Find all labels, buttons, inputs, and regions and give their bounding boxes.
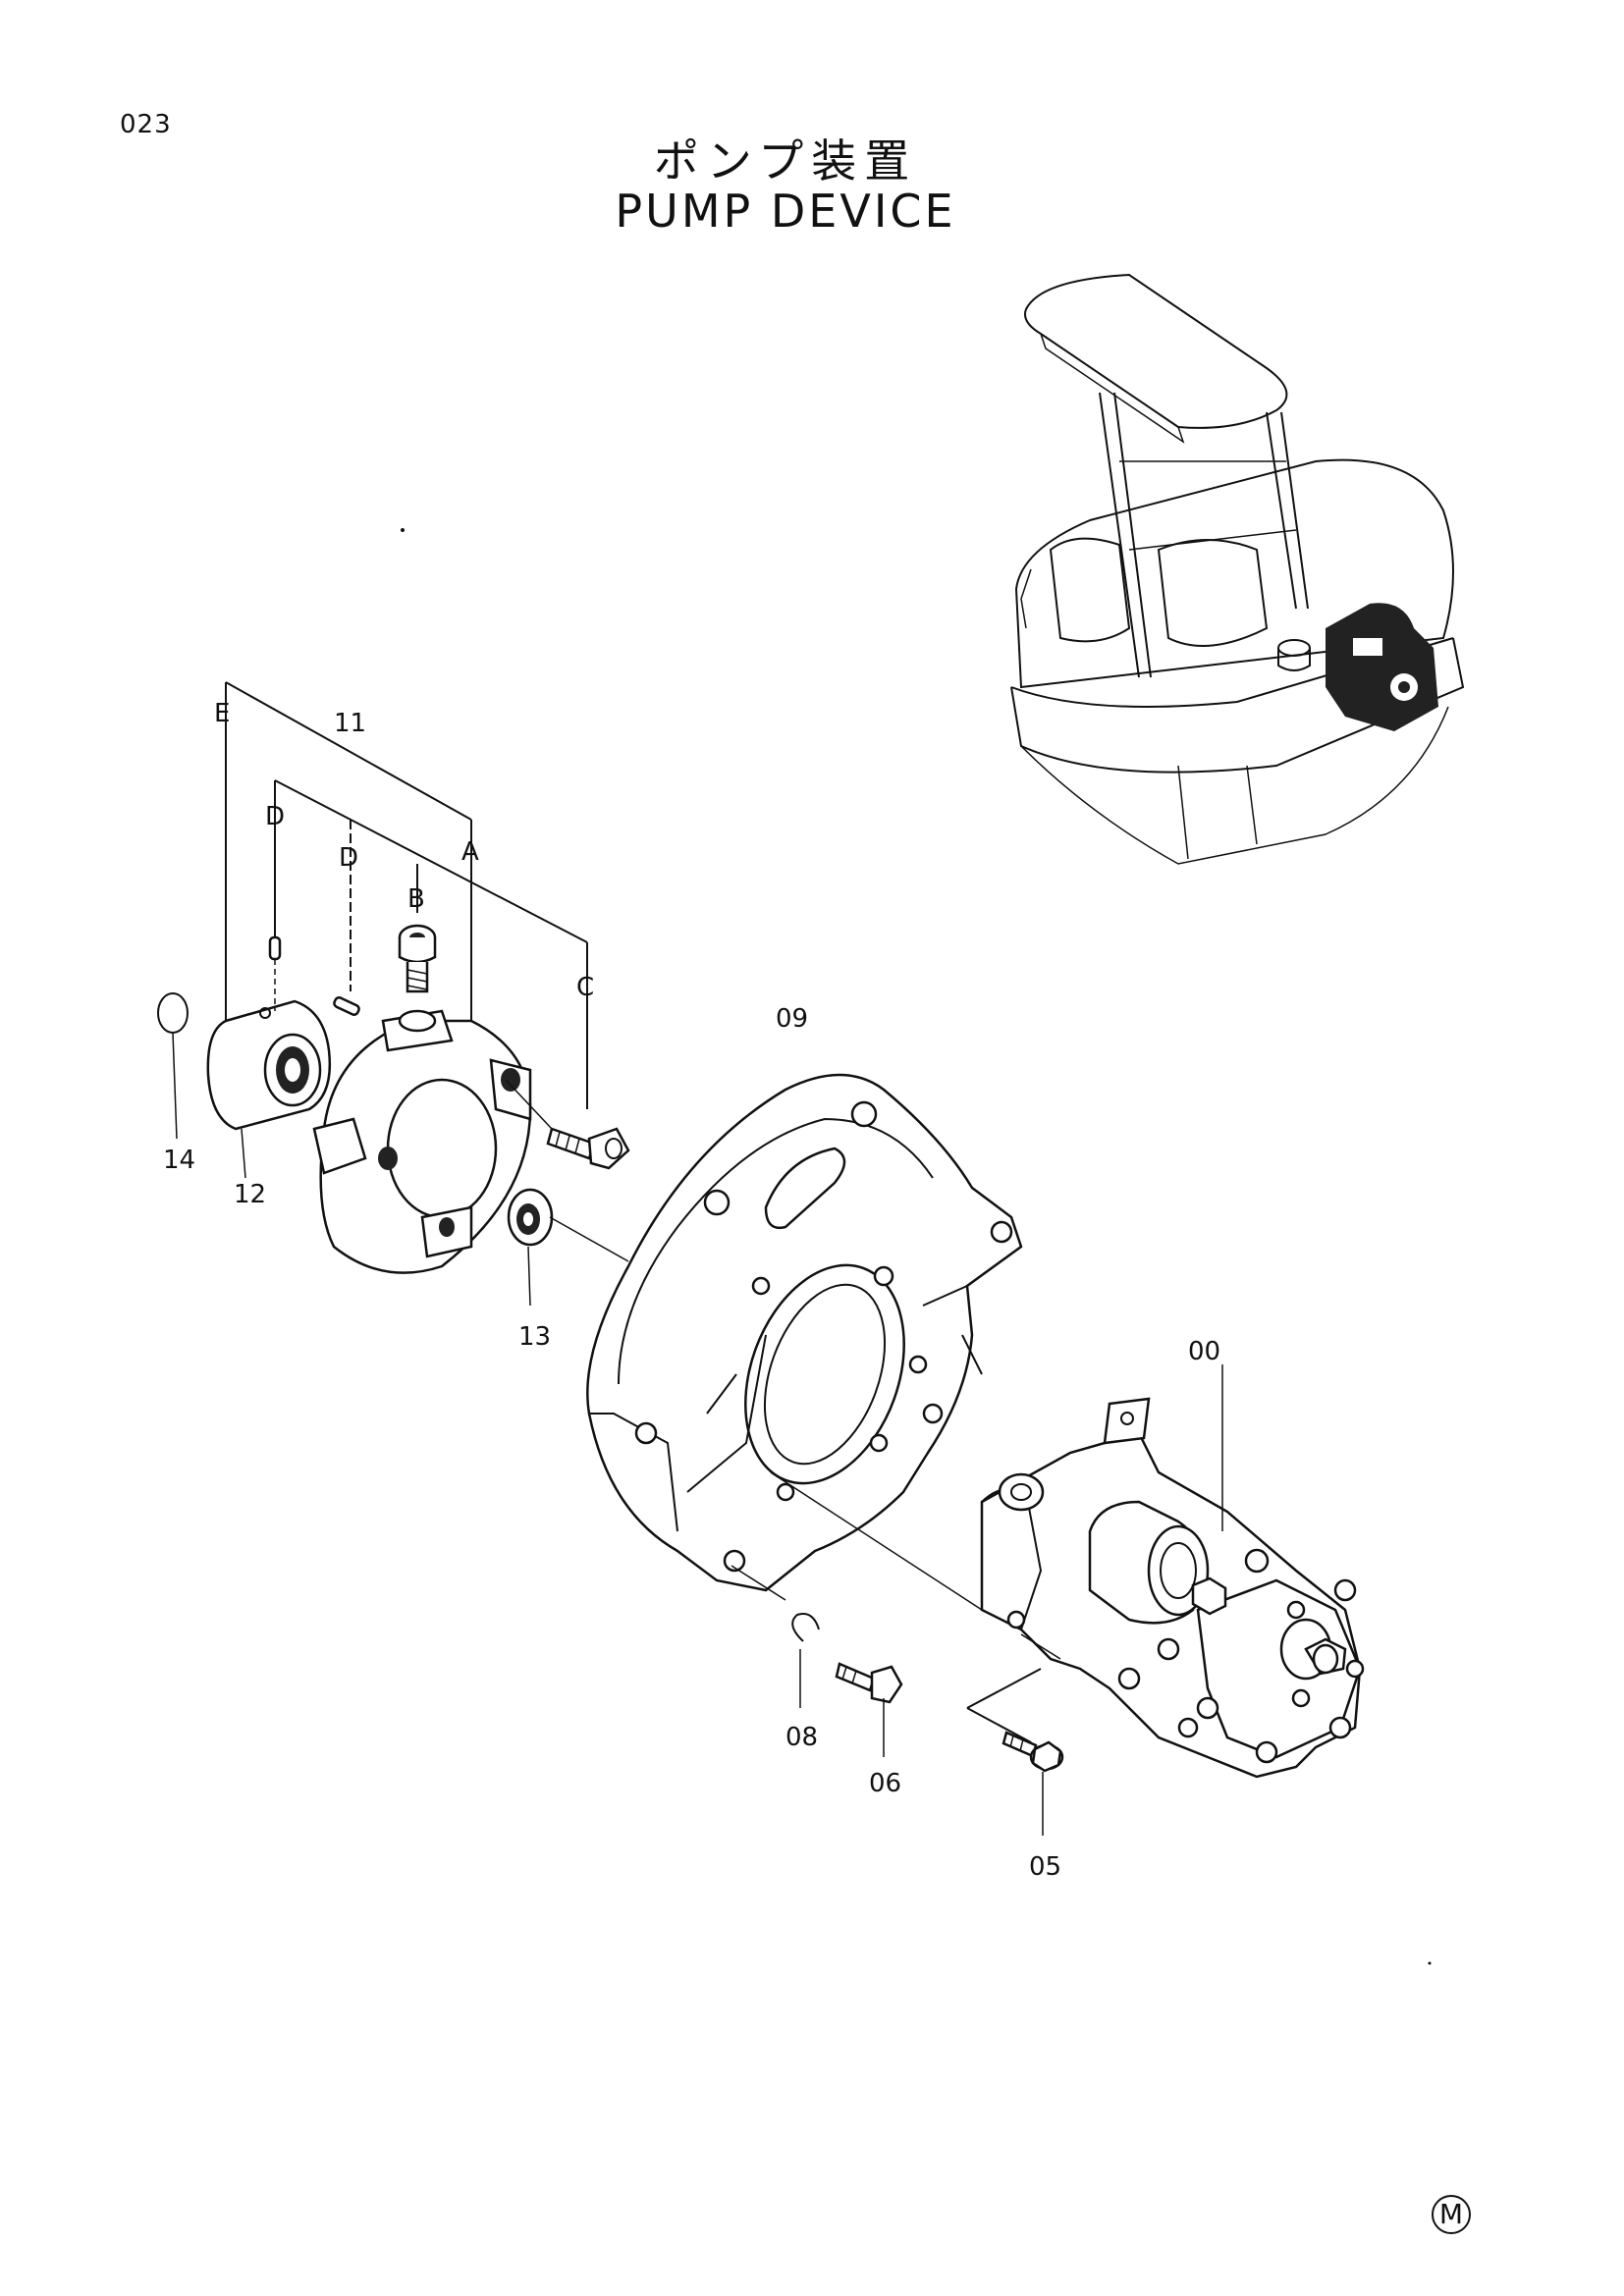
callout-12: 12 (234, 1180, 266, 1209)
part-11-coupling (312, 996, 532, 1274)
pump-location-highlight (1326, 603, 1438, 731)
part-13-seal (507, 1188, 629, 1307)
callout-05: 05 (1029, 1852, 1061, 1882)
callout-13: 13 (518, 1322, 551, 1352)
part-12-hub (206, 935, 331, 1179)
part-08-snap-ring (791, 1613, 820, 1708)
callout-11: 11 (334, 709, 366, 738)
callout-b: B (407, 884, 425, 914)
kit-bracket-lines (225, 681, 588, 1109)
callout-c: C (576, 973, 594, 1002)
part-09-housing (586, 1073, 1023, 1611)
callout-a: A (461, 837, 479, 867)
callout-14: 14 (163, 1146, 195, 1175)
bolt-b-socket-screw (398, 924, 437, 993)
part-00-pump (980, 1364, 1365, 1779)
page-number: 023 (120, 110, 172, 139)
bolt-c-hex-bolt (505, 1079, 630, 1170)
page-title-english: PUMP DEVICE (615, 185, 956, 238)
part-06-bolt (835, 1662, 903, 1757)
callout-e: E (214, 699, 230, 728)
manufacturer-mark: M (1432, 2195, 1471, 2234)
callout-09: 09 (776, 1004, 808, 1034)
callout-08: 08 (785, 1723, 818, 1752)
part-05-flange-bolt (966, 1668, 1064, 1836)
part-14-o-ring (157, 992, 189, 1140)
callout-d-left: D (265, 802, 285, 831)
callout-06: 06 (869, 1769, 901, 1798)
excavator-overview-illustration (1010, 273, 1465, 865)
callout-00: 00 (1188, 1337, 1220, 1366)
callout-d-right: D (339, 843, 358, 873)
page-title-japanese: ポンプ装置 (653, 134, 918, 187)
